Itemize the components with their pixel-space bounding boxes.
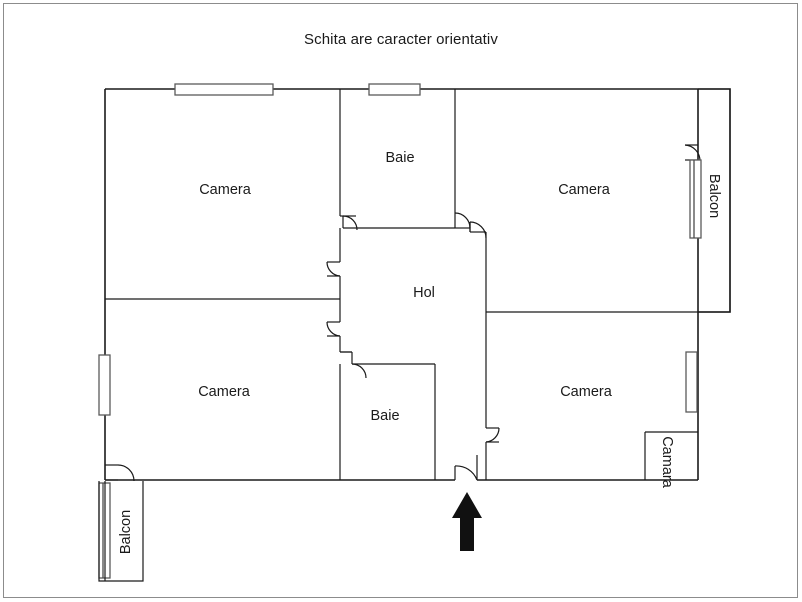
door-hol-upper-arc [342,215,358,231]
room-label-camera-top-right: Camera [558,182,611,198]
window-left-wall [98,354,111,416]
window-balcon-right [689,159,702,239]
window-top-baie [368,83,421,96]
doors-group [105,144,701,482]
door-baie-bottom-to-hol [351,363,367,379]
door-camera-bottom-left-to-hol [326,321,341,337]
room-label-baie-top: Baie [385,150,414,166]
balcon-right-outline [698,88,731,313]
door-entrance [454,455,478,481]
room-label-balcon-bottom-left: Balcon [118,510,134,554]
window-top-left [174,83,274,96]
balcon-bottom-left-outline [98,481,144,582]
room-labels: Camera Baie Camera Hol Camera Baie Camer… [118,150,722,554]
room-label-baie-bottom: Baie [370,408,399,424]
door-baie-top-to-hol [454,212,471,232]
room-label-camera-bottom-left: Camera [198,384,251,400]
window-right-wall [685,351,698,413]
balconies-group [98,88,731,582]
room-label-balcon-right: Balcon [706,174,722,218]
entrance-arrow [452,492,482,551]
interior-walls [105,89,698,480]
room-label-camara: Camara [659,436,675,489]
room-label-camera-top-left: Camera [199,182,252,198]
door-camera-top-left-to-hol [326,261,341,277]
door-balcon-bottom-left [105,464,135,482]
image-border-frame [3,3,798,598]
door-camera-bottom-right-to-hol [485,427,500,443]
room-label-camera-bottom-right: Camera [560,384,613,400]
door-camera-top-right-to-hol [469,221,487,239]
room-label-hol: Hol [413,285,435,301]
page-title: Schita are caracter orientativ [304,31,498,48]
